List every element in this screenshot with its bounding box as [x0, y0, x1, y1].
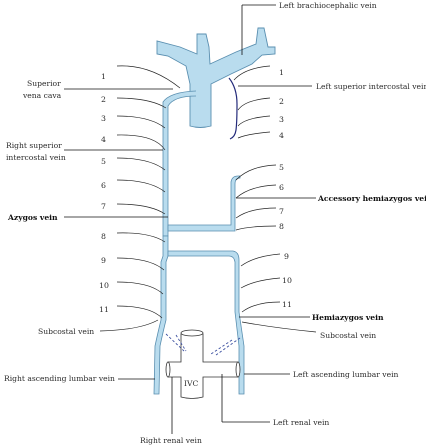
label-accessory-hemiazygos-vein: Accessory hemiazygos vein — [317, 194, 426, 203]
right-rib-numbers: 1 2 3 4 5 6 7 8 9 10 11 — [99, 72, 109, 314]
right-rib-number: 11 — [99, 305, 109, 314]
left-rib-number: 2 — [279, 97, 284, 106]
azygos-vein — [153, 90, 197, 395]
ivc-label: IVC — [184, 379, 198, 388]
left-rib-number: 3 — [279, 115, 284, 124]
hemiazygos-vein — [167, 250, 245, 395]
svc-brachiocephalic — [156, 27, 276, 128]
right-rib-number: 10 — [99, 281, 109, 290]
left-rib-number: 10 — [282, 276, 292, 285]
label-azygos-vein: Azygos vein — [7, 213, 58, 222]
label-subcostal-vein-left: Subcostal vein — [320, 331, 376, 340]
right-rib-number: 9 — [101, 256, 106, 265]
label-right-ascending-lumbar-vein: Right ascending lumbar vein — [4, 374, 115, 383]
label-right-renal-vein: Right renal vein — [140, 436, 202, 445]
right-rib-number: 3 — [101, 114, 106, 123]
left-superior-intercostal-vein — [228, 77, 238, 140]
left-subcostal-vein — [241, 321, 317, 333]
right-subcostal-vein — [99, 319, 159, 332]
label-left-brachiocephalic-vein: Left brachiocephalic vein — [279, 1, 377, 10]
right-rib-number: 5 — [101, 157, 106, 166]
left-rib-number: 4 — [279, 131, 284, 140]
left-rib-number: 1 — [279, 68, 284, 77]
right-intercostal-tributaries — [116, 65, 181, 319]
left-rib-number: 9 — [284, 252, 289, 261]
left-rib-number: 8 — [279, 222, 284, 231]
label-left-renal-vein: Left renal vein — [273, 418, 329, 427]
left-rib-number: 11 — [282, 300, 292, 309]
label-left-superior-intercostal-vein: Left superior intercostal vein — [316, 82, 426, 91]
right-rib-number: 7 — [101, 202, 106, 211]
right-rib-number: 1 — [101, 72, 106, 81]
left-rib-number: 6 — [279, 183, 284, 192]
label-right-superior-intercostal-2: intercostal vein — [6, 153, 66, 162]
left-intercostal-tributaries — [233, 65, 281, 313]
leader-lines — [64, 4, 316, 434]
right-rib-number: 2 — [101, 95, 106, 104]
label-right-superior-intercostal-1: Right superior — [6, 141, 62, 150]
right-rib-number: 6 — [101, 181, 106, 190]
accessory-hemiazygos-vein — [167, 175, 241, 232]
label-left-ascending-lumbar-vein: Left ascending lumbar vein — [293, 370, 398, 379]
label-superior-vena-cava-2: vena cava — [22, 91, 62, 100]
right-rib-number: 4 — [101, 135, 106, 144]
label-subcostal-vein-right: Subcostal vein — [38, 327, 94, 336]
left-rib-numbers: 1 2 3 4 5 6 7 8 9 10 11 — [279, 68, 292, 309]
label-superior-vena-cava-1: Superior — [27, 79, 61, 88]
right-rib-number: 8 — [101, 232, 106, 241]
ivc — [165, 329, 241, 399]
left-rib-number: 7 — [279, 207, 284, 216]
label-hemiazygos-vein: Hemiazygos vein — [312, 313, 384, 322]
left-rib-number: 5 — [279, 163, 284, 172]
